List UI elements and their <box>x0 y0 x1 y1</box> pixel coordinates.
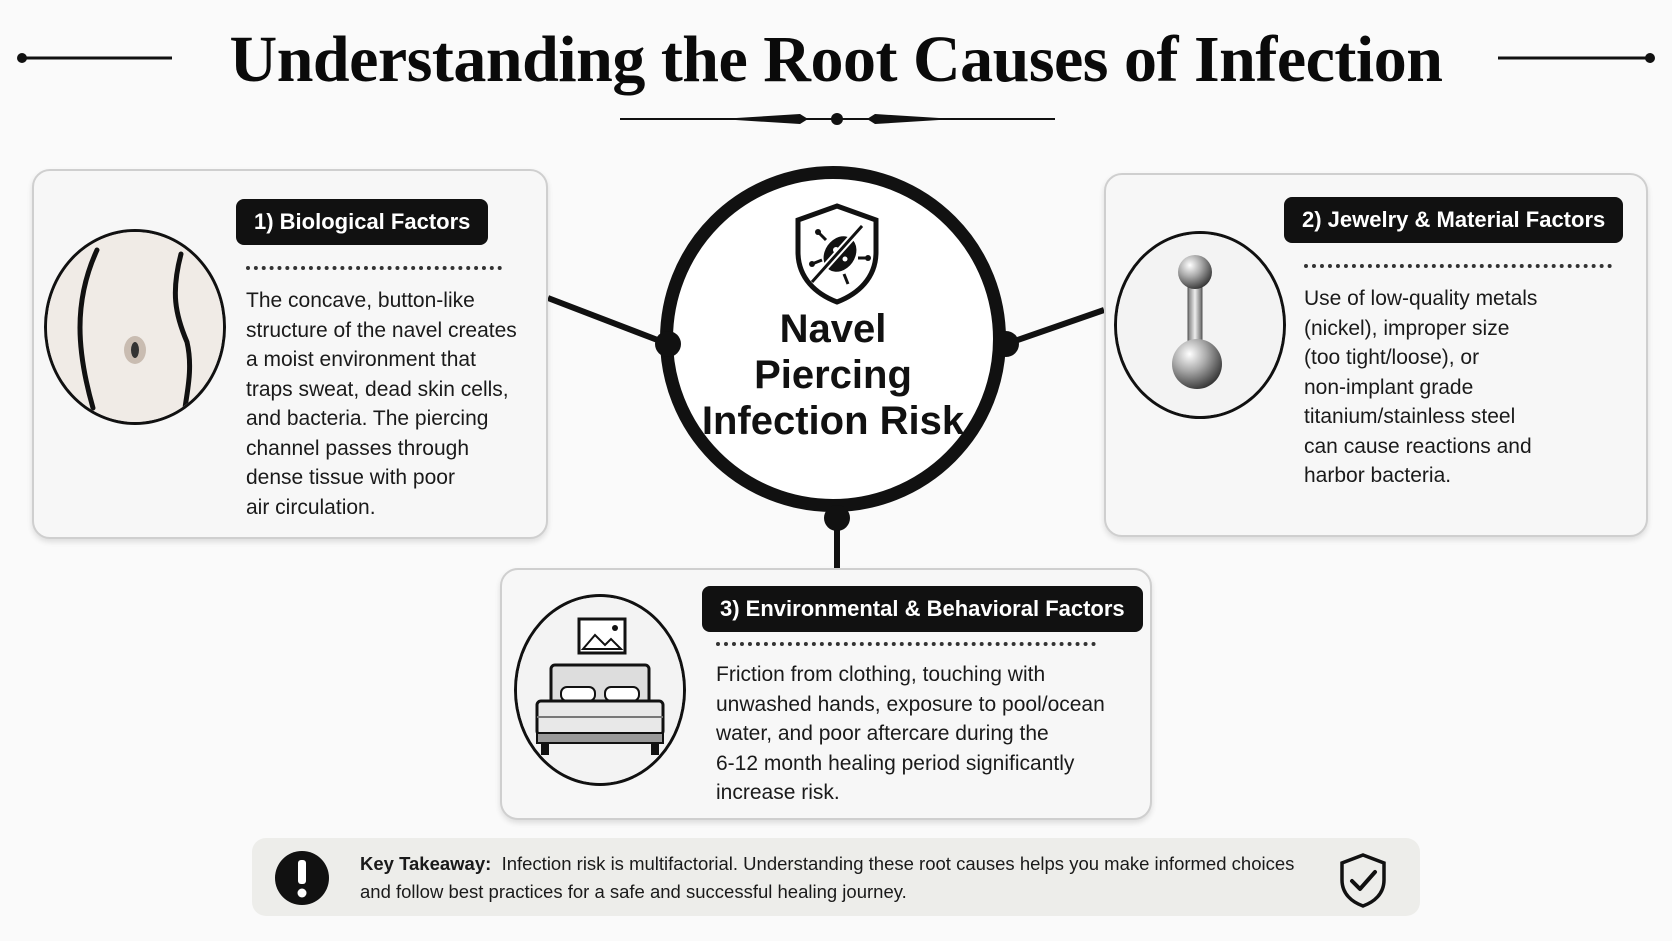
hub-node-left <box>655 331 681 357</box>
key-takeaway-banner: Key Takeaway: Infection risk is multifac… <box>252 838 1420 916</box>
card-heading: 3) Environmental & Behavioral Factors <box>702 586 1143 632</box>
card-jewelry-factors: 2) Jewelry & Material Factors Use of low… <box>1104 173 1648 537</box>
title-rule-right <box>1498 53 1655 63</box>
title-underline-ornament <box>620 113 1055 125</box>
card-heading: 2) Jewelry & Material Factors <box>1284 197 1624 243</box>
center-label: Navel Piercing Infection Risk <box>701 307 965 443</box>
shield-check-icon <box>1340 853 1386 908</box>
card-environmental-factors: 3) Environmental & Behavioral Factors Fr… <box>500 568 1152 820</box>
bed-icon <box>514 594 686 786</box>
connector-left <box>546 295 670 347</box>
dotted-divider <box>716 642 1096 646</box>
page-title: Understanding the Root Causes of Infecti… <box>229 23 1443 96</box>
title-decoration <box>17 53 1655 125</box>
barbell-jewelry-icon <box>1114 231 1286 419</box>
takeaway-text: Key Takeaway: Infection risk is multifac… <box>360 853 1295 902</box>
shield-bacteria-icon <box>795 203 879 305</box>
card-heading: 1) Biological Factors <box>236 199 489 245</box>
dotted-divider <box>246 266 502 270</box>
card-body: The concave, button-like structure of th… <box>246 289 517 519</box>
title-rule-left <box>17 53 172 63</box>
dotted-divider <box>1304 264 1612 268</box>
hub-node-bottom <box>824 505 850 531</box>
card-body: Use of low-quality metals (nickel), impr… <box>1304 287 1538 487</box>
card-body: Friction from clothing, touching with un… <box>716 663 1105 804</box>
card-biological-factors: 1) Biological Factors The concave, butto… <box>32 169 548 539</box>
exclamation-icon <box>275 851 329 905</box>
connector-right <box>1005 307 1105 347</box>
takeaway-label: Key Takeaway: <box>360 853 492 874</box>
navel-belly-icon <box>44 229 226 425</box>
hub-node-right <box>993 331 1019 357</box>
